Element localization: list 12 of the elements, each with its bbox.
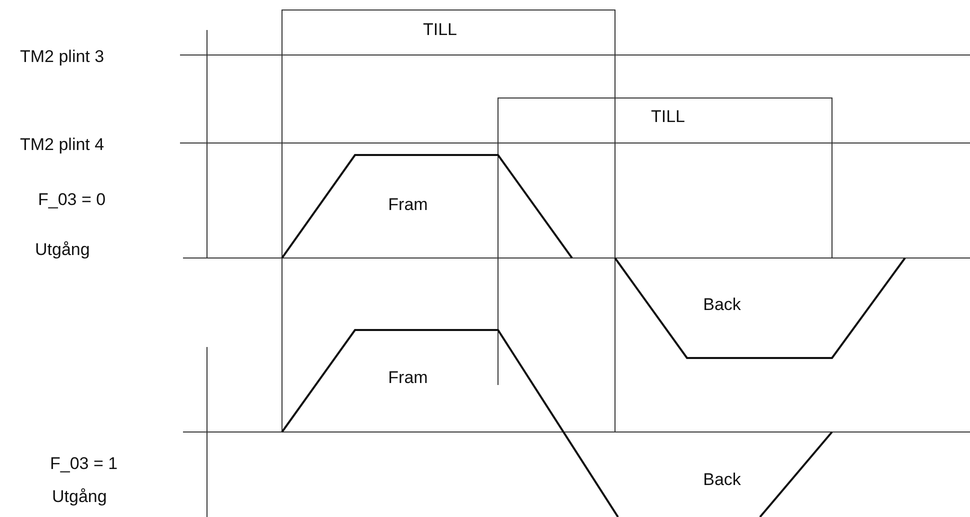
signal-label: Utgång	[52, 487, 107, 507]
waveform-label: Fram	[388, 195, 428, 215]
waveform-label: Back	[703, 470, 741, 490]
signal-label: F_03 = 0	[38, 190, 106, 210]
signal-label: TM2 plint 3	[20, 47, 104, 67]
signal-label: F_03 = 1	[50, 454, 118, 474]
waveform-label: Fram	[388, 368, 428, 388]
pulse-label: TILL	[422, 20, 458, 40]
waveform-label: Back	[703, 295, 741, 315]
signal-label: TM2 plint 4	[20, 135, 104, 155]
pulse-label: TILL	[650, 107, 686, 127]
signal-label: Utgång	[35, 240, 90, 260]
